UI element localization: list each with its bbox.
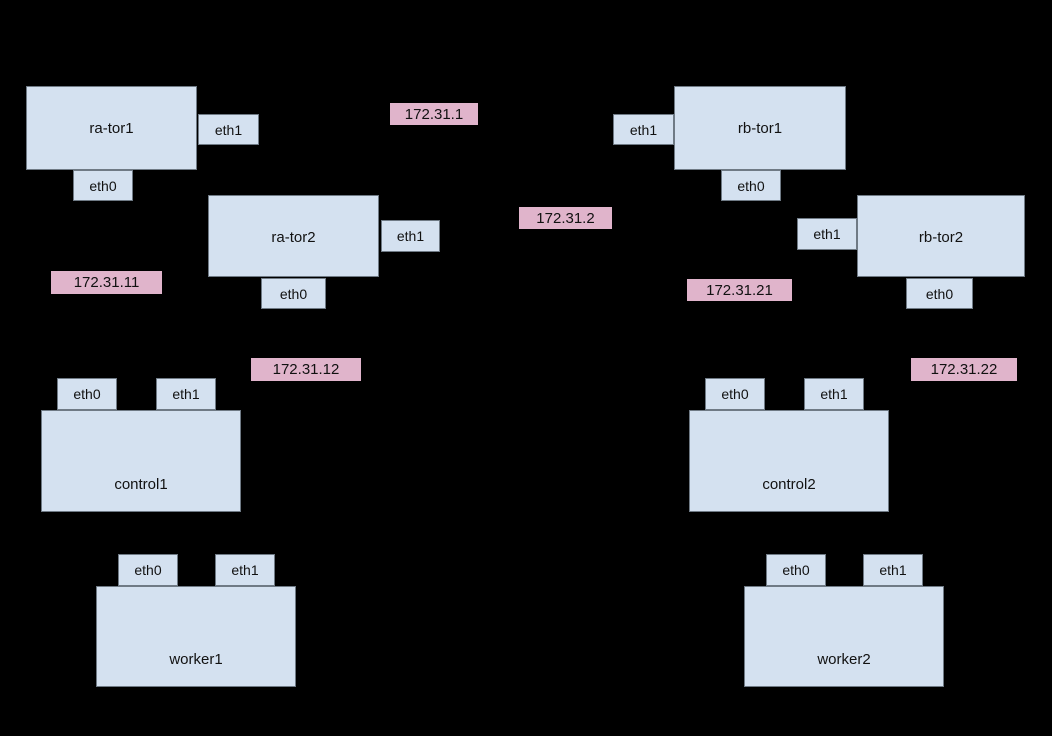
port-ra-tor1-eth0[interactable]: eth0 [73, 170, 133, 201]
node-label-ra-tor1: ra-tor1 [89, 120, 134, 137]
port-worker2-eth0[interactable]: eth0 [766, 554, 826, 586]
port-rb-tor1-eth0[interactable]: eth0 [721, 170, 781, 201]
node-rb-tor1[interactable]: rb-tor1 [674, 86, 846, 170]
network-label-net-172-31-1: 172.31.1 [390, 103, 478, 125]
port-control2-eth1[interactable]: eth1 [804, 378, 864, 410]
node-label-rb-tor2: rb-tor2 [918, 229, 964, 246]
node-label-worker1: worker1 [169, 650, 223, 668]
port-rb-tor2-eth0[interactable]: eth0 [906, 278, 973, 309]
node-worker1[interactable]: worker1 [96, 586, 296, 687]
node-ra-tor1[interactable]: ra-tor1 [26, 86, 197, 170]
port-worker1-eth1[interactable]: eth1 [215, 554, 275, 586]
node-rb-tor2[interactable]: rb-tor2 [857, 195, 1025, 277]
port-ra-tor1-eth1[interactable]: eth1 [198, 114, 259, 145]
port-rb-tor2-eth1[interactable]: eth1 [797, 218, 857, 250]
network-label-net-172-31-11: 172.31.11 [51, 271, 162, 294]
port-control1-eth0[interactable]: eth0 [57, 378, 117, 410]
node-label-ra-tor2: ra-tor2 [271, 229, 316, 246]
port-worker2-eth1[interactable]: eth1 [863, 554, 923, 586]
node-control2[interactable]: control2 [689, 410, 889, 512]
node-control1[interactable]: control1 [41, 410, 241, 512]
network-label-net-172-31-2: 172.31.2 [519, 207, 612, 229]
node-label-control1: control1 [114, 475, 168, 493]
node-worker2[interactable]: worker2 [744, 586, 944, 687]
node-ra-tor2[interactable]: ra-tor2 [208, 195, 379, 277]
port-control1-eth1[interactable]: eth1 [156, 378, 216, 410]
node-label-rb-tor1: rb-tor1 [737, 120, 783, 137]
port-ra-tor2-eth1[interactable]: eth1 [381, 220, 440, 252]
port-ra-tor2-eth0[interactable]: eth0 [261, 278, 326, 309]
node-label-control2: control2 [762, 475, 816, 493]
port-worker1-eth0[interactable]: eth0 [118, 554, 178, 586]
node-label-worker2: worker2 [817, 650, 871, 668]
port-rb-tor1-eth1[interactable]: eth1 [613, 114, 674, 145]
network-label-net-172-31-12: 172.31.12 [251, 358, 361, 381]
port-control2-eth0[interactable]: eth0 [705, 378, 765, 410]
network-label-net-172-31-21: 172.31.21 [687, 279, 792, 301]
network-label-net-172-31-22: 172.31.22 [911, 358, 1017, 381]
